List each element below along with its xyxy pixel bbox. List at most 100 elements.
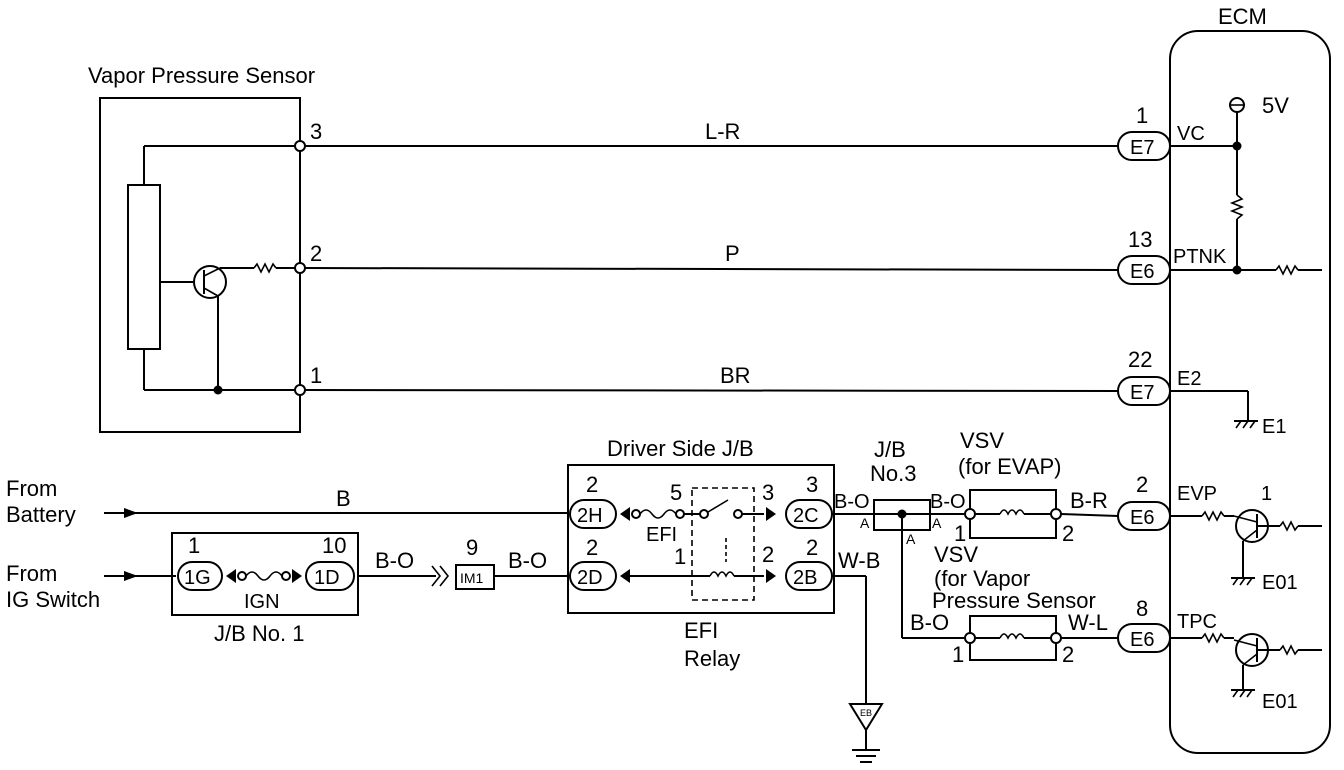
connector-2h xyxy=(569,499,617,529)
jb-no1: 1 1G 10 1D IGN J/B No. 1 xyxy=(171,532,359,646)
svg-text:TPC: TPC xyxy=(1177,611,1217,633)
vapor-pressure-sensor: Vapor Pressure Sensor 3 2 1 xyxy=(88,63,322,433)
connector-im1: 9 IM1 xyxy=(455,535,495,590)
ground-e01-b-icon xyxy=(1231,689,1255,698)
evp-transistor-icon xyxy=(1233,509,1322,543)
vsv-evap-terminal-2 xyxy=(1050,508,1062,520)
vsv-vapor-coil-icon xyxy=(999,633,1025,640)
wire-br2 xyxy=(1060,513,1119,517)
jb3-title-2: No.3 xyxy=(870,461,916,486)
svg-text:E7: E7 xyxy=(1130,382,1154,404)
svg-text:2: 2 xyxy=(1062,521,1074,546)
svg-text:3: 3 xyxy=(762,480,774,505)
ground-eb-label: EB xyxy=(860,708,872,718)
efi-fuse-icon xyxy=(639,509,677,519)
vsv-vapor: VSV (for Vapor Pressure Sensor 1 2 xyxy=(932,542,1096,667)
svg-text:EVP: EVP xyxy=(1177,483,1217,505)
coil-arrow-left-icon xyxy=(620,569,630,583)
ecm-pin-ptnk: 13 E6 PTNK xyxy=(1117,227,1237,285)
vsv-vapor-title-1: VSV xyxy=(934,542,978,567)
ground-e1-label: E1 xyxy=(1262,416,1286,438)
wire-br2-label: B-R xyxy=(1070,488,1108,513)
sensor-element xyxy=(127,184,161,350)
svg-text:3: 3 xyxy=(310,119,322,144)
driver-jb-outline xyxy=(567,464,835,614)
svg-text:A: A xyxy=(860,515,870,531)
relay-switch-icon xyxy=(707,499,729,513)
wire-bo-5-label: B-O xyxy=(910,610,949,635)
vsv-evap-coil-icon xyxy=(999,509,1025,516)
ign-fuse-icon xyxy=(245,571,283,581)
efi-relay-outline xyxy=(691,487,755,601)
ecm-pin-evp: 2 E6 EVP 1 E01 xyxy=(1117,472,1322,594)
svg-text:2: 2 xyxy=(806,535,818,560)
ecm-title: ECM xyxy=(1218,4,1267,29)
efi-fuse-label: EFI xyxy=(646,524,677,546)
driver-side-jb: Driver Side J/B 2 2H 2 2D 3 2C 2 2B 5 EF… xyxy=(567,436,835,614)
svg-text:13: 13 xyxy=(1128,227,1152,252)
ig-arrow-icon xyxy=(124,571,138,581)
ground-eb-icon xyxy=(848,703,884,763)
svg-text:1: 1 xyxy=(674,544,686,569)
battery-label-2: Battery xyxy=(6,502,76,527)
efi-arrow-left-icon xyxy=(620,507,630,521)
svg-text:A: A xyxy=(906,531,916,547)
sensor-transistor-icon xyxy=(193,265,227,299)
svg-text:E6: E6 xyxy=(1130,261,1154,283)
svg-text:2C: 2C xyxy=(793,505,819,527)
vsv-vapor-terminal-1 xyxy=(964,632,976,644)
svg-text:2: 2 xyxy=(310,241,322,266)
connector-1g xyxy=(177,561,223,591)
wire-bo-3-label: B-O xyxy=(834,491,870,513)
svg-text:2H: 2H xyxy=(577,505,603,527)
evp-resistor xyxy=(1201,510,1225,522)
wire-p-label: P xyxy=(725,241,740,266)
svg-text:2: 2 xyxy=(1136,472,1148,497)
svg-text:E6: E6 xyxy=(1130,507,1154,529)
svg-text:1G: 1G xyxy=(184,567,211,589)
ig-label-2: IG Switch xyxy=(6,587,100,612)
svg-text:PTNK: PTNK xyxy=(1173,246,1227,268)
relay-coil-icon xyxy=(709,571,735,578)
jb1-outline xyxy=(171,532,359,616)
wire-wb-label: W-B xyxy=(838,548,880,573)
efi-relay-label-1: EFI xyxy=(684,618,718,643)
ptnk-resistor xyxy=(1275,264,1299,276)
svg-text:E2: E2 xyxy=(1177,368,1201,390)
battery-label-1: From xyxy=(6,476,57,501)
ground-e01-b-label: E01 xyxy=(1262,691,1298,713)
battery-arrow-icon xyxy=(124,508,138,518)
vsv-evap: VSV (for EVAP) 1 2 xyxy=(954,428,1074,546)
wire-br xyxy=(304,389,1119,392)
svg-text:10: 10 xyxy=(322,533,346,558)
efi-relay-label-2: Relay xyxy=(684,646,740,671)
svg-text:5: 5 xyxy=(670,480,682,505)
jb3-title-1: J/B xyxy=(874,437,906,462)
vsv-vapor-title-3: Pressure Sensor xyxy=(932,588,1096,613)
supply-label: 5V xyxy=(1262,93,1289,118)
svg-text:2B: 2B xyxy=(793,567,817,589)
svg-text:A: A xyxy=(932,515,942,531)
vsv-vapor-terminal-2 xyxy=(1050,632,1062,644)
connector-chevron-icon xyxy=(431,565,450,587)
jb1-arrow-left-icon xyxy=(226,569,236,583)
wire-bo-1-label: B-O xyxy=(375,548,414,573)
svg-text:2: 2 xyxy=(586,472,598,497)
ecm-pin-e2: 22 E7 E2 E1 xyxy=(1117,347,1286,438)
svg-text:2: 2 xyxy=(586,535,598,560)
svg-text:1: 1 xyxy=(1136,103,1148,128)
svg-text:1D: 1D xyxy=(314,567,340,589)
wire-bo-2-label: B-O xyxy=(508,548,547,573)
sensor-resistor xyxy=(253,262,277,274)
connector-1d xyxy=(305,561,355,591)
svg-text:1: 1 xyxy=(310,363,322,388)
ground-e1-icon xyxy=(1234,420,1258,429)
evp-transistor-num: 1 xyxy=(1261,483,1272,505)
wire-p xyxy=(304,267,1119,271)
wire-bo-4-label: B-O xyxy=(930,491,966,513)
svg-text:2D: 2D xyxy=(577,567,603,589)
pullup-resistor xyxy=(1229,194,1245,220)
jb1-title: J/B No. 1 xyxy=(214,621,304,646)
sensor-terminal-2 xyxy=(294,262,306,274)
svg-text:8: 8 xyxy=(1136,596,1148,621)
